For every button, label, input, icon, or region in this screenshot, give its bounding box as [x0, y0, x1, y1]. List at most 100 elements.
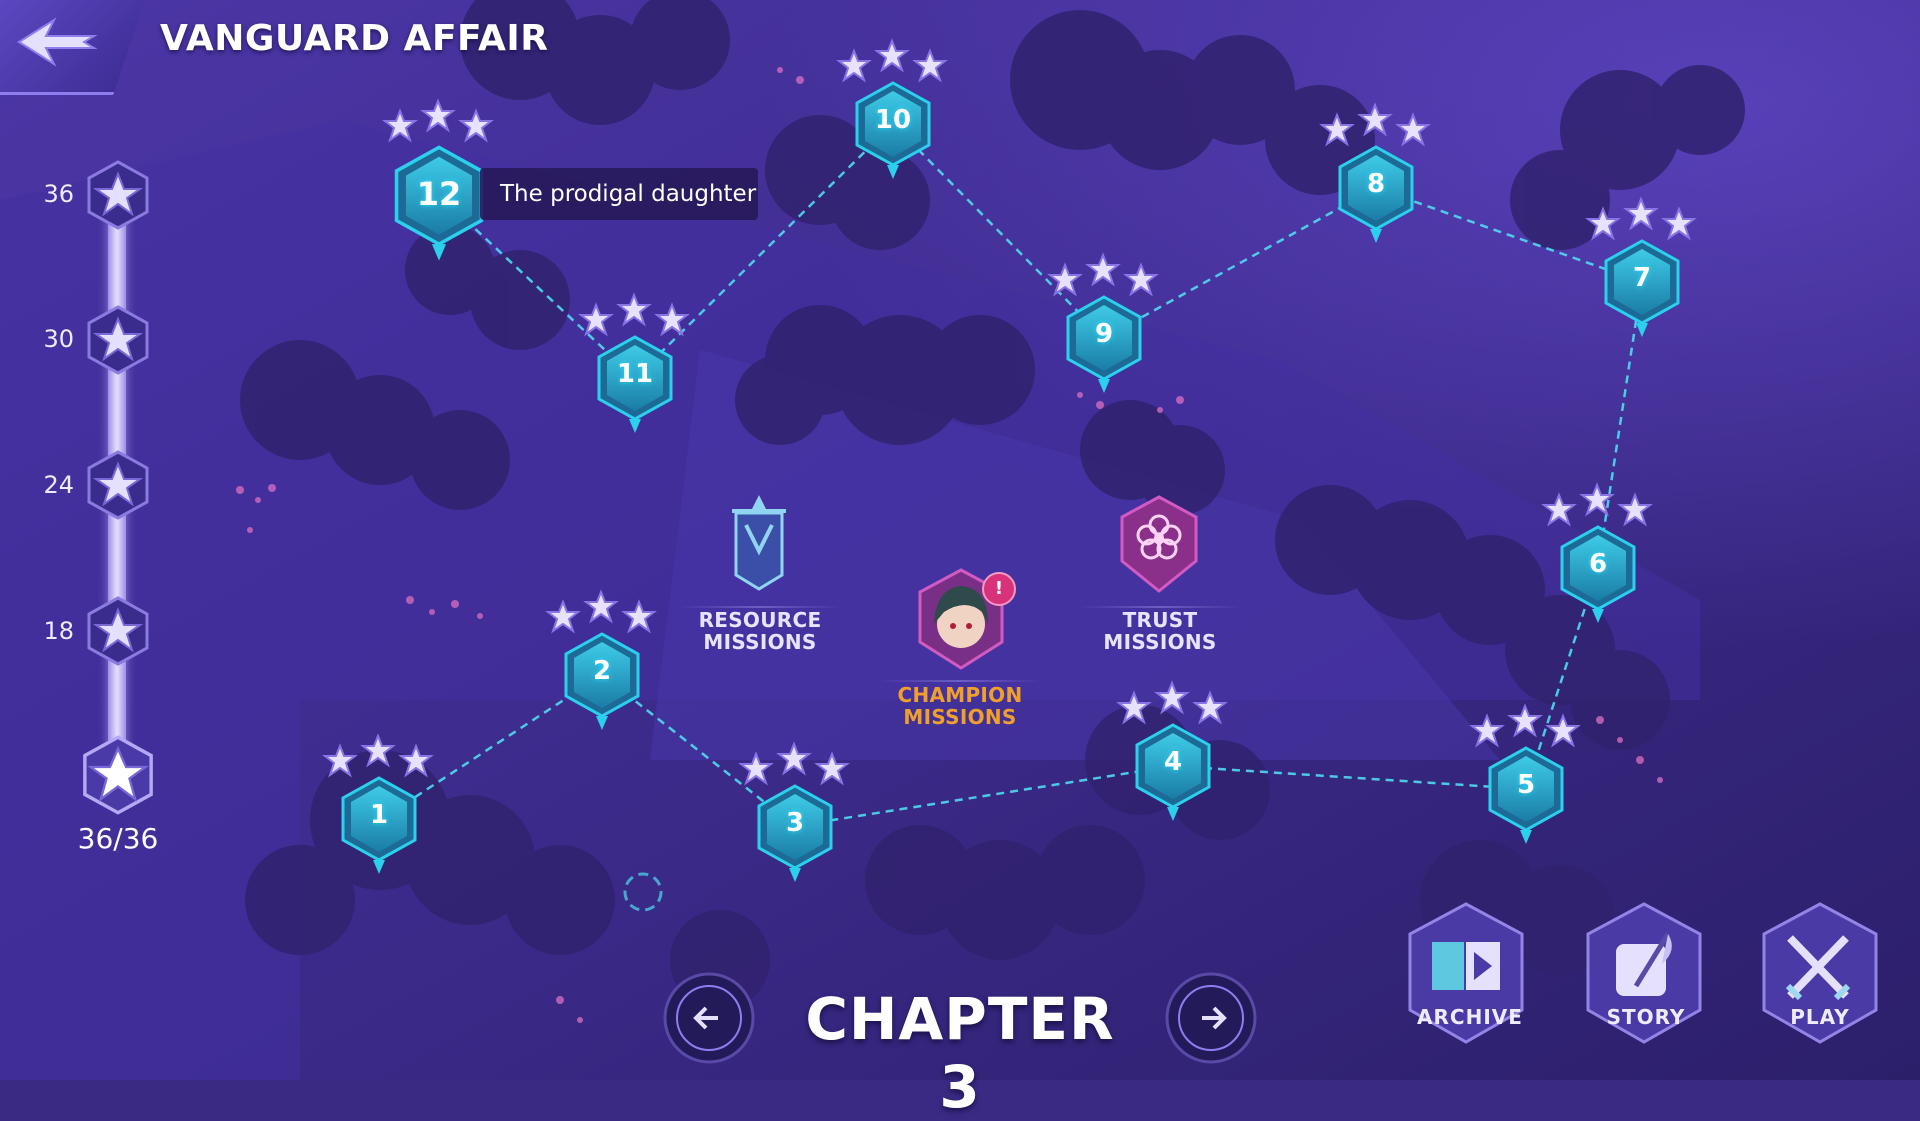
- star-icon: [322, 743, 358, 778]
- hex-stage-icon: [757, 784, 833, 882]
- stage-node-6[interactable]: 6: [1541, 482, 1653, 625]
- archive-icon: [1408, 902, 1524, 1044]
- milestone-label: 30: [43, 325, 74, 353]
- stage-node-5[interactable]: 5: [1469, 703, 1581, 846]
- star-icon: [616, 292, 652, 327]
- resource-missions-label[interactable]: RESOURCE MISSIONS: [680, 609, 840, 653]
- milestone-star-icon[interactable]: [83, 450, 153, 520]
- star-icon: [874, 38, 910, 73]
- champion-portrait-icon[interactable]: [916, 568, 1006, 674]
- stage-number: 3: [785, 808, 805, 838]
- alert-badge: !: [982, 572, 1016, 606]
- star-icon: [1116, 690, 1152, 725]
- milestone-star-icon[interactable]: [83, 160, 153, 230]
- star-icon: [420, 98, 456, 133]
- play-button[interactable]: [1758, 900, 1882, 1050]
- trust-missions-line1: TRUST: [1122, 608, 1198, 632]
- milestone-star-icon[interactable]: [78, 735, 158, 815]
- star-icon: [1319, 112, 1355, 147]
- stage-node-3[interactable]: 3: [738, 741, 850, 884]
- story-button[interactable]: [1582, 900, 1706, 1050]
- prev-chapter-button[interactable]: [662, 971, 756, 1065]
- star-icon: [1192, 690, 1228, 725]
- resource-missions-line2: MISSIONS: [703, 630, 817, 654]
- star-icon: [1541, 492, 1577, 527]
- champion-missions-label[interactable]: CHAMPION MISSIONS: [880, 684, 1040, 728]
- stage-tooltip: The prodigal daughter: [480, 168, 758, 220]
- star-icon: [814, 751, 850, 786]
- stage-stars: [733, 741, 857, 786]
- stage-node-9[interactable]: 9: [1047, 252, 1159, 395]
- stage-number: 7: [1632, 263, 1652, 293]
- hex-stage-icon: [1066, 295, 1142, 393]
- stage-stars: [1111, 680, 1235, 725]
- stage-stars: [1042, 252, 1166, 297]
- resource-banner-icon[interactable]: [728, 495, 790, 595]
- milestone-label: 24: [43, 471, 74, 499]
- stage-stars: [317, 733, 441, 778]
- milestone-label: 36: [43, 180, 74, 208]
- hex-stage-icon: [564, 632, 640, 730]
- page-title: VANGUARD AFFAIR: [160, 18, 549, 59]
- star-icon: [738, 751, 774, 786]
- story-label: STORY: [1606, 1005, 1686, 1029]
- champion-missions-line1: CHAMPION: [897, 683, 1023, 707]
- star-icon: [1395, 112, 1431, 147]
- stage-number: 1: [369, 800, 389, 830]
- stage-node-2[interactable]: 2: [545, 589, 657, 732]
- trust-flower-icon[interactable]: [1120, 495, 1198, 595]
- star-icon: [382, 108, 418, 143]
- star-icon: [1661, 206, 1697, 241]
- stage-number: 6: [1588, 549, 1608, 579]
- stage-number: 12: [416, 175, 462, 214]
- star-icon: [545, 599, 581, 634]
- star-icon: [836, 48, 872, 83]
- stage-node-10[interactable]: 10: [836, 38, 948, 181]
- milestone-star-icon[interactable]: [83, 596, 153, 666]
- star-icon: [398, 743, 434, 778]
- stage-node-8[interactable]: 8: [1319, 102, 1431, 245]
- stage-number: 4: [1163, 747, 1183, 777]
- trust-missions-line2: MISSIONS: [1103, 630, 1217, 654]
- stage-node-12[interactable]: 12: [382, 98, 494, 263]
- back-arrow-icon: [17, 17, 98, 67]
- scroll-quill-icon: [1586, 902, 1702, 1044]
- stage-number: 2: [592, 656, 612, 686]
- archive-button[interactable]: [1404, 900, 1528, 1050]
- stage-stars: [1536, 482, 1660, 527]
- hex-stage-icon: [1338, 145, 1414, 243]
- resource-missions-line1: RESOURCE: [698, 608, 822, 632]
- next-chapter-button[interactable]: [1164, 971, 1258, 1065]
- stage-stars: [1464, 703, 1588, 748]
- stage-number: 11: [616, 359, 654, 389]
- archive-label: ARCHIVE: [1417, 1005, 1523, 1029]
- hex-stage-icon: [1488, 746, 1564, 844]
- star-icon: [360, 733, 396, 768]
- stage-node-1[interactable]: 1: [322, 733, 434, 876]
- star-icon: [458, 108, 494, 143]
- star-icon: [1623, 196, 1659, 231]
- stage-node-11[interactable]: 11: [578, 292, 690, 435]
- stage-node-4[interactable]: 4: [1116, 680, 1228, 823]
- star-icon: [1617, 492, 1653, 527]
- stage-stars: [831, 38, 955, 83]
- trust-missions-label[interactable]: TRUST MISSIONS: [1080, 609, 1240, 653]
- star-icon: [1579, 482, 1615, 517]
- hex-stage-icon: [1604, 239, 1680, 337]
- stage-number: 9: [1094, 319, 1114, 349]
- star-icon: [1123, 262, 1159, 297]
- hex-stage-icon: [341, 776, 417, 874]
- star-icon: [1154, 680, 1190, 715]
- chapter-label: CHAPTER 3: [805, 985, 1115, 1121]
- star-icon: [1585, 206, 1621, 241]
- divider: [1080, 606, 1240, 608]
- play-label: PLAY: [1790, 1005, 1850, 1029]
- milestone-star-icon[interactable]: [83, 305, 153, 375]
- stage-node-7[interactable]: 7: [1585, 196, 1697, 339]
- champion-missions-line2: MISSIONS: [903, 705, 1017, 729]
- crossed-swords-icon: [1762, 902, 1878, 1044]
- star-icon: [1507, 703, 1543, 738]
- star-icon: [1085, 252, 1121, 287]
- star-icon: [912, 48, 948, 83]
- stars-total: 36/36: [77, 822, 159, 855]
